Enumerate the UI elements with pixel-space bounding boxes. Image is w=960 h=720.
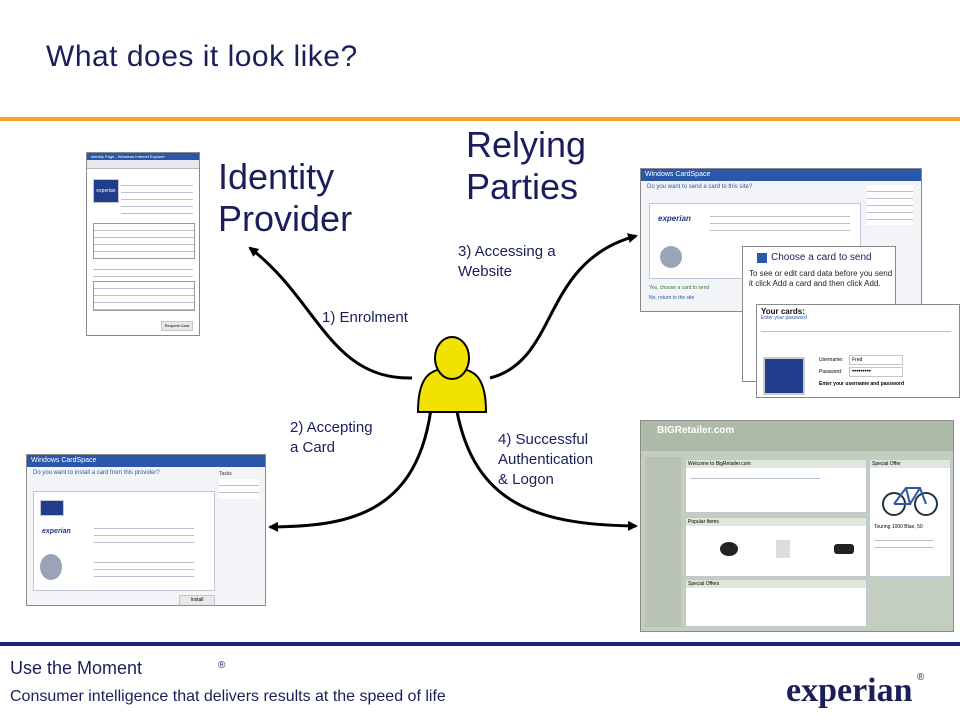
credentials-hint: Enter your username and password bbox=[819, 381, 905, 387]
special-offers-title: Special Offers bbox=[686, 580, 866, 588]
site-details bbox=[710, 210, 850, 232]
step-accepting-line1: 2) Accepting bbox=[290, 419, 373, 436]
details-table bbox=[93, 223, 195, 259]
relying-parties-line1: Relying bbox=[466, 124, 587, 165]
choose-card-text: To see or edit card data before you send… bbox=[749, 269, 893, 288]
install-provider-panel: experian bbox=[33, 491, 215, 591]
password-dialog: Your cards: Enter your password Username… bbox=[756, 304, 960, 398]
experian-logo: experian ® bbox=[786, 672, 924, 710]
bike-caption: Touring 1000 Blue, 50 bbox=[874, 524, 923, 530]
yes-choose-card-option[interactable]: Yes, choose a card to send bbox=[649, 285, 710, 291]
choose-card-title: Choose a card to send bbox=[771, 252, 872, 263]
step-accessing-line2: Website bbox=[458, 263, 512, 280]
password-field[interactable]: ••••••••• bbox=[849, 367, 903, 377]
provider-details bbox=[94, 522, 194, 544]
globe-icon bbox=[660, 246, 682, 268]
shoes-image bbox=[834, 544, 854, 554]
experian-card-image: experian bbox=[93, 179, 119, 203]
globe-icon bbox=[40, 554, 62, 580]
cardspace-icon bbox=[757, 253, 767, 263]
username-label: Username: bbox=[819, 357, 844, 363]
experian-card-image bbox=[763, 357, 805, 395]
page-title: What does it look like? bbox=[46, 40, 358, 73]
install-button[interactable]: Install bbox=[179, 595, 215, 605]
send-question: Do you want to send a card to this site? bbox=[647, 184, 753, 190]
arrow-enrolment bbox=[248, 246, 413, 380]
arrow-accepting bbox=[268, 399, 434, 532]
step-authentication: 4) Successful Authentication & Logon bbox=[498, 430, 593, 490]
step-authentication-line1: 4) Successful bbox=[498, 431, 589, 448]
footer-registered-mark: ® bbox=[218, 660, 226, 671]
footer-tagline: Use the Moment bbox=[10, 658, 143, 678]
experian-logo-site: experian bbox=[658, 214, 691, 223]
arrow-accessing bbox=[489, 233, 638, 380]
welcome-panel: Welcome to BigRetailer.com bbox=[685, 459, 867, 513]
request-card-button[interactable]: Request Card bbox=[161, 321, 193, 331]
tasks-heading: Tasks bbox=[219, 471, 232, 477]
step-authentication-line3: & Logon bbox=[498, 471, 554, 488]
no-return-option[interactable]: No, return to the site bbox=[649, 295, 695, 301]
footer-divider bbox=[0, 642, 960, 646]
special-offer-panel: Special Offer Touring 1000 Blue, 50 bbox=[869, 459, 951, 577]
retailer-header bbox=[641, 421, 953, 451]
retailer-site-name: BIGRetailer.com bbox=[657, 425, 735, 436]
welcome-title: Welcome to BigRetailer.com bbox=[686, 460, 866, 468]
verifier-details bbox=[94, 556, 194, 578]
arrow-authentication bbox=[453, 399, 638, 531]
popular-items-title: Popular Items bbox=[686, 518, 866, 526]
password-label: Password: bbox=[819, 369, 843, 375]
title-divider bbox=[0, 117, 960, 121]
relying-parties-line2: Parties bbox=[466, 166, 579, 207]
tasks-links bbox=[867, 185, 913, 225]
step-accessing-line1: 3) Accessing a bbox=[458, 243, 556, 260]
bike-image bbox=[882, 487, 938, 516]
step-accepting-line2: a Card bbox=[290, 439, 336, 456]
identity-provider-line1: Identity bbox=[218, 156, 335, 197]
install-window-title: Windows CardSpace bbox=[27, 455, 265, 467]
step-authentication-line2: Authentication bbox=[498, 451, 594, 468]
install-card-screenshot: Windows CardSpace Do you want to install… bbox=[26, 454, 266, 606]
retailer-nav bbox=[645, 457, 681, 627]
intro-text bbox=[121, 179, 193, 219]
identity-provider-label: Identity Provider bbox=[218, 156, 352, 240]
relying-parties-label: Relying Parties bbox=[466, 124, 586, 208]
username-field[interactable]: Fred bbox=[849, 355, 903, 365]
password-instructions bbox=[761, 325, 951, 337]
helmet-image bbox=[720, 542, 738, 556]
welcome-text bbox=[690, 472, 820, 484]
experian-logo-text: experian bbox=[786, 672, 913, 709]
experian-logo-small: experian bbox=[42, 528, 71, 535]
step-accessing: 3) Accessing a Website bbox=[458, 242, 556, 282]
send-window-title: Windows CardSpace bbox=[641, 169, 921, 181]
identity-provider-line2: Provider bbox=[218, 198, 353, 239]
experian-logo-mark: ® bbox=[917, 672, 925, 683]
address-table bbox=[93, 281, 195, 311]
enrolment-browser-screenshot: Identity Page - Windows Internet Explore… bbox=[86, 152, 200, 336]
user-person-icon bbox=[416, 336, 488, 413]
tshirt-image bbox=[776, 540, 790, 558]
password-prompt: Enter your password bbox=[761, 315, 807, 321]
footer-subline: Consumer intelligence that delivers resu… bbox=[10, 688, 446, 705]
step-enrolment: 1) Enrolment bbox=[322, 309, 408, 326]
your-cards-label: Your cards: bbox=[761, 307, 805, 316]
step-accepting: 2) Accepting a Card bbox=[290, 418, 373, 458]
bike-price bbox=[874, 534, 934, 548]
special-offers-panel: Special Offers bbox=[685, 579, 867, 627]
special-offer-title: Special Offer bbox=[870, 460, 950, 468]
tasks-links bbox=[219, 479, 259, 499]
card-image bbox=[40, 500, 64, 516]
popular-items-panel: Popular Items bbox=[685, 517, 867, 577]
address-text bbox=[93, 263, 193, 277]
browser-toolbar bbox=[87, 160, 199, 169]
browser-title-bar: Identity Page - Windows Internet Explore… bbox=[87, 153, 199, 160]
retailer-site-screenshot: BIGRetailer.com Welcome to BigRetailer.c… bbox=[640, 420, 954, 632]
install-question: Do you want to install a card from this … bbox=[33, 470, 160, 476]
